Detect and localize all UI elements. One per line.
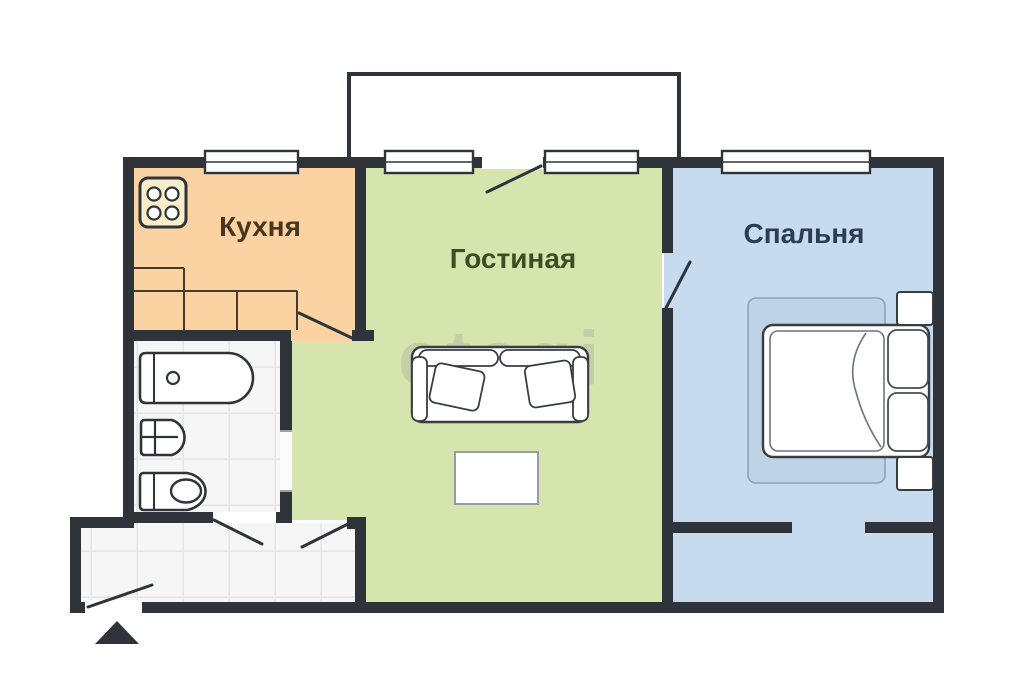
stove-icon	[138, 176, 188, 229]
sofa-pillow-right	[523, 359, 577, 409]
wall-bathroom-right-upper	[280, 341, 292, 430]
wall-kitchen-bottom	[123, 330, 291, 341]
bathroom-opening	[280, 430, 292, 492]
coffee-table-icon	[454, 451, 539, 505]
wall-kitchen-corner	[352, 330, 374, 341]
wall-bathroom-bottom	[123, 512, 213, 523]
kitchen-label: Кухня	[219, 211, 301, 242]
wall-bedroom-interior-right	[865, 522, 933, 533]
bathtub-icon	[138, 351, 255, 405]
sink-icon	[139, 418, 186, 457]
wall-right	[933, 157, 944, 613]
nightstand-icon	[896, 291, 934, 326]
hallway-floor	[81, 523, 355, 602]
kitchen-window	[203, 149, 300, 175]
entrance-opening	[85, 600, 142, 615]
balcony-door-opening	[482, 155, 543, 169]
wall-hall-living	[355, 517, 366, 613]
pillow-icon	[887, 392, 929, 452]
blanket-fold	[851, 332, 882, 448]
balcony-door-swing	[485, 164, 543, 194]
wall-hall-left	[70, 517, 81, 613]
living-room-floor-extension	[292, 341, 365, 520]
wall-living-bedroom-lower	[662, 308, 673, 613]
wall-bedroom-interior-left	[662, 522, 792, 533]
kitchen-fixtures	[134, 176, 298, 330]
bedroom-window	[720, 149, 872, 175]
kitchen-door-floor	[291, 330, 355, 341]
bedroom-label: Спальня	[744, 218, 865, 249]
entrance-arrow-icon	[95, 621, 139, 644]
entrance-door-swing	[86, 583, 154, 609]
door-swings	[86, 164, 692, 609]
wall-bottom	[70, 602, 944, 613]
wall-kitchen-living	[355, 168, 366, 341]
balcony-outline	[347, 72, 681, 166]
bathroom-opening-jambs	[280, 430, 292, 492]
living-room-furniture	[410, 345, 590, 505]
toilet-icon	[138, 471, 207, 512]
kitchen-door-swing	[297, 311, 354, 340]
wall-hall-top	[70, 517, 134, 528]
bedroom-furniture	[747, 291, 934, 491]
room-labels: Кухня Гостиная Спальня	[219, 211, 864, 274]
wall-living-bedroom-upper	[662, 168, 673, 253]
living-window-left	[383, 149, 475, 175]
pillow-icon	[887, 329, 929, 389]
sofa-icon	[410, 345, 590, 424]
hall-living-door-swing	[300, 520, 354, 549]
bathroom-door-swing	[212, 518, 264, 546]
windows	[203, 149, 872, 175]
sofa-pillow-left	[428, 362, 486, 412]
nightstand-icon	[896, 456, 934, 491]
bed-icon	[761, 323, 931, 459]
wall-bathroom-right-lower	[280, 492, 292, 523]
bedroom-door-swing	[664, 260, 692, 310]
bathroom-fixtures	[138, 351, 255, 512]
living-room-label: Гостиная	[450, 243, 577, 274]
kitchen-counter	[134, 267, 298, 330]
living-window-right	[543, 149, 640, 175]
